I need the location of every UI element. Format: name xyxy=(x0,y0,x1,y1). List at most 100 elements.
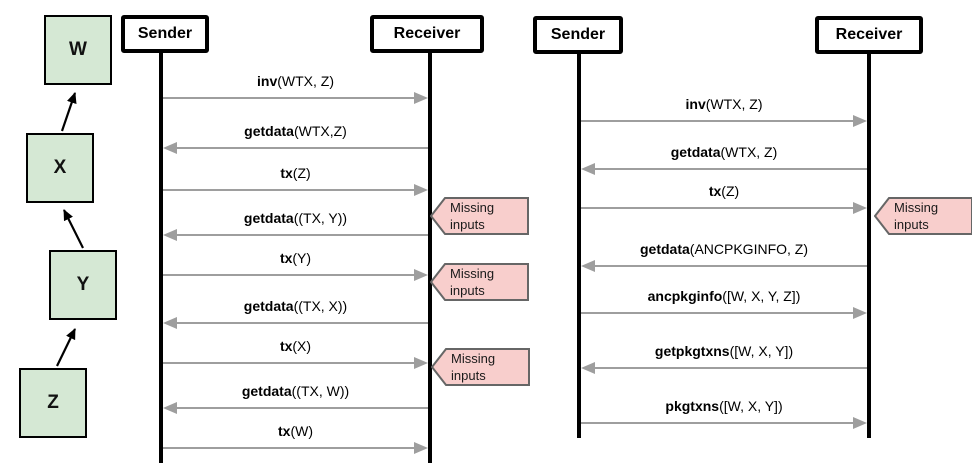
arrowhead-icon xyxy=(414,184,428,196)
message: tx(Z) xyxy=(163,164,428,197)
arrow-line xyxy=(173,234,428,236)
arrow-line xyxy=(173,407,428,409)
message: ancpkginfo([W, X, Y, Z]) xyxy=(581,287,867,320)
message: inv(WTX, Z) xyxy=(163,72,428,105)
missing-inputs-note: Missing inputs xyxy=(874,197,972,235)
message-label: pkgtxns([W, X, Y]) xyxy=(581,397,867,416)
message-fn: tx xyxy=(279,250,293,266)
tx-node-label: Y xyxy=(76,274,90,295)
arrow-right-icon xyxy=(163,269,428,282)
message: tx(W) xyxy=(163,422,428,455)
message-fn: getdata xyxy=(241,383,292,399)
arrow-left-icon xyxy=(581,260,867,273)
tx-node-w: W xyxy=(44,15,112,85)
message: getdata(ANCPKGINFO, Z) xyxy=(581,240,867,273)
right-sender-lifeline xyxy=(577,54,581,438)
message-label: getdata((TX, X)) xyxy=(163,297,428,316)
arrow-line xyxy=(163,362,418,364)
message-fn: getdata xyxy=(244,123,294,139)
message-args: (Z) xyxy=(292,165,311,181)
arrow-line xyxy=(581,312,857,314)
message-args: (W) xyxy=(290,423,313,439)
message-fn: tx xyxy=(280,165,293,181)
message-args: (Z) xyxy=(721,183,740,199)
arrow-line xyxy=(591,265,867,267)
message-fn: inv xyxy=(257,73,278,89)
arrow-right-icon xyxy=(581,417,867,430)
note-label: Missing inputs xyxy=(451,351,496,383)
message-label: tx(Z) xyxy=(163,164,428,183)
arrow-line xyxy=(591,367,867,369)
note-callout-shape xyxy=(874,197,972,235)
message: getdata(WTX,Z) xyxy=(163,122,428,155)
tx-node-label: X xyxy=(53,157,67,178)
arrowhead-icon xyxy=(414,269,428,281)
message-fn: getpkgtxns xyxy=(654,343,730,359)
tx-node-label: W xyxy=(69,39,87,60)
missing-inputs-note: Missing inputs xyxy=(431,348,530,386)
arrowhead-icon xyxy=(163,402,177,414)
message-label: getdata(WTX,Z) xyxy=(163,122,428,141)
message-fn: tx xyxy=(279,338,293,354)
arrow-left-icon xyxy=(163,317,428,330)
message-label: inv(WTX, Z) xyxy=(163,72,428,91)
message: tx(Z) xyxy=(581,182,867,215)
arrow-line xyxy=(581,120,857,122)
arrowhead-icon xyxy=(581,362,595,374)
actor-label: Receiver xyxy=(393,25,461,42)
message-label: tx(Y) xyxy=(163,249,428,268)
note-callout-shape xyxy=(431,348,530,386)
message-fn: inv xyxy=(685,96,706,112)
tx-node-z: Z xyxy=(19,368,87,438)
message-fn: tx xyxy=(278,423,291,439)
tx-node-x: X xyxy=(26,133,94,203)
message-label: getpkgtxns([W, X, Y]) xyxy=(581,342,867,361)
arrowhead-icon xyxy=(581,163,595,175)
arrowhead-icon xyxy=(853,115,867,127)
message-args: ((TX, Y)) xyxy=(293,210,348,226)
message-label: tx(Z) xyxy=(581,182,867,201)
message-label: getdata((TX, Y)) xyxy=(163,209,428,228)
right-sender-actor-box: Sender xyxy=(533,16,623,54)
note-label: Missing inputs xyxy=(450,266,495,298)
message-args: ((TX, W)) xyxy=(291,383,350,399)
message-args: (X) xyxy=(292,338,312,354)
left-receiver-actor-box: Receiver xyxy=(370,15,484,53)
arrow-left-icon xyxy=(163,142,428,155)
chain-arrow-icon xyxy=(56,328,76,367)
arrow-line xyxy=(163,274,418,276)
tx-node-label: Z xyxy=(47,392,59,413)
message-fn: tx xyxy=(708,183,722,199)
message-args: ((TX, X)) xyxy=(293,298,348,314)
right-receiver-actor-box: Receiver xyxy=(815,16,923,54)
message: getdata((TX, W)) xyxy=(163,382,428,415)
note-callout-shape xyxy=(430,197,529,235)
arrow-left-icon xyxy=(163,229,428,242)
message-label: ancpkginfo([W, X, Y, Z]) xyxy=(581,287,867,306)
message-label: getdata(ANCPKGINFO, Z) xyxy=(581,240,867,259)
message-label: getdata((TX, W)) xyxy=(163,382,428,401)
arrow-right-icon xyxy=(163,184,428,197)
arrow-line xyxy=(581,207,857,209)
message: inv(WTX, Z) xyxy=(581,95,867,128)
actor-label: Receiver xyxy=(835,26,903,43)
right-receiver-lifeline xyxy=(867,54,871,438)
left-receiver-lifeline xyxy=(428,53,432,463)
arrowhead-icon xyxy=(163,229,177,241)
arrow-line xyxy=(581,422,857,424)
arrow-line xyxy=(163,189,418,191)
arrow-left-icon xyxy=(581,362,867,375)
message-label: tx(X) xyxy=(163,337,428,356)
arrow-line xyxy=(163,447,418,449)
arrowhead-icon xyxy=(853,202,867,214)
message-args: (ANCPKGINFO, Z) xyxy=(689,241,809,257)
message-label: tx(W) xyxy=(163,422,428,441)
arrowhead-icon xyxy=(414,357,428,369)
arrow-line xyxy=(591,168,867,170)
message-args: (Y) xyxy=(292,250,312,266)
note-callout-shape xyxy=(430,263,529,301)
message-args: (WTX, Z) xyxy=(277,73,334,89)
message: getdata((TX, Y)) xyxy=(163,209,428,242)
message: getpkgtxns([W, X, Y]) xyxy=(581,342,867,375)
